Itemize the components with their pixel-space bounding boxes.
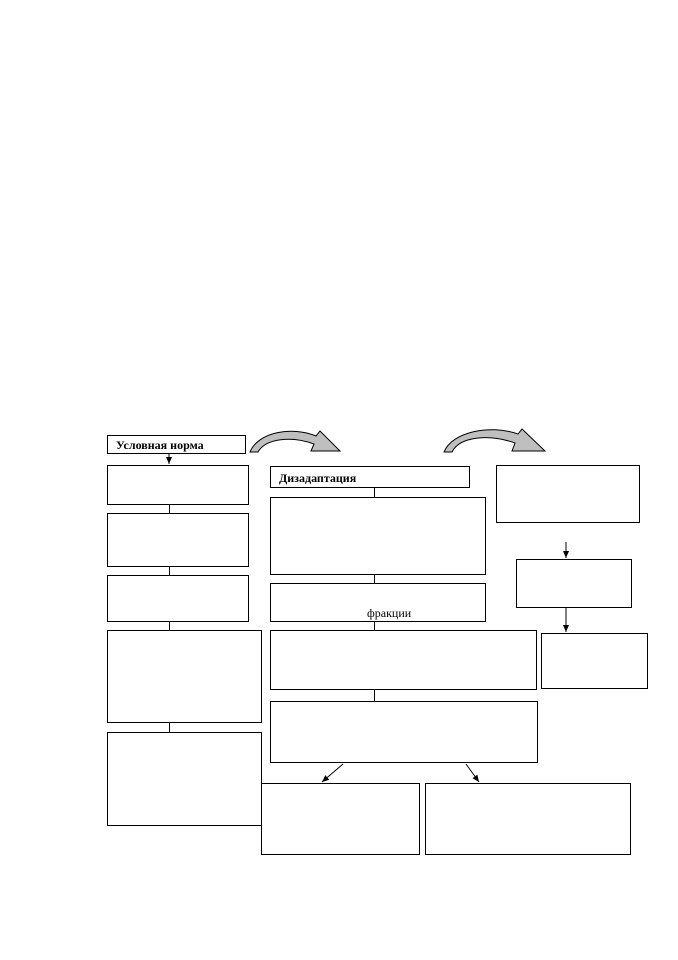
disadaptation-header: Дизадаптация	[270, 466, 470, 488]
left-box-2	[107, 513, 249, 567]
right-box-3	[541, 633, 648, 689]
mid-box-4	[270, 701, 538, 763]
connector-mid-3-4	[374, 690, 375, 701]
left-box-1	[107, 465, 249, 505]
connector-left-1-2	[169, 505, 170, 513]
curved-arrow-icon	[443, 428, 547, 453]
conditional-norm-header: Условная норма	[107, 435, 246, 454]
connector-mid-2-3	[374, 622, 375, 630]
arrow-diagonal-right-icon	[465, 763, 480, 783]
left-box-3	[107, 575, 249, 622]
right-box-2	[516, 559, 632, 608]
bottom-box-left	[261, 783, 420, 855]
left-box-4	[107, 630, 262, 723]
curved-arrow-icon	[249, 430, 342, 453]
arrow-diagonal-left-icon	[321, 763, 344, 783]
mid-box-1	[270, 497, 486, 575]
connector-mid-1-2	[374, 575, 375, 583]
connector-left-4-5	[169, 723, 170, 732]
mid-box-3	[270, 630, 537, 690]
mid-box-2	[270, 583, 486, 622]
connector-left-3-4	[169, 622, 170, 630]
fraction-label: фракции	[367, 606, 412, 620]
connector-mid-h-1	[374, 488, 375, 497]
left-box-5	[107, 732, 262, 826]
connector-left-2-3	[169, 567, 170, 575]
right-box-1	[496, 465, 640, 523]
bottom-box-right	[425, 783, 631, 855]
